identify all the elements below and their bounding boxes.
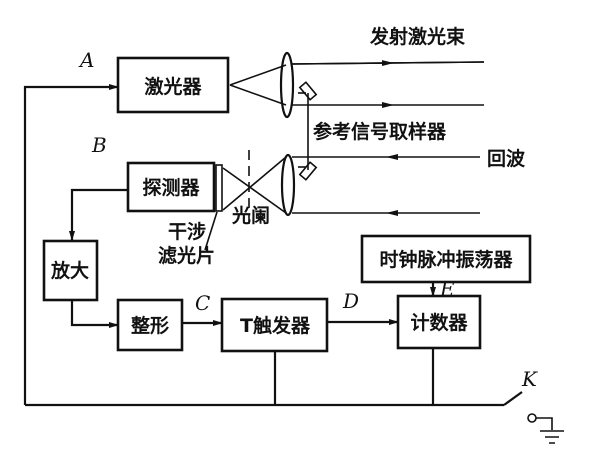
shaper-block [116,298,184,352]
interference-filter-icon [215,164,223,212]
emit-beam-top-arrow [291,60,485,67]
counter-label: 计数器 [410,311,468,334]
sampler-mirror-bottom-icon [298,161,318,181]
wire-detector-to-amp [69,188,128,241]
echo-label: 回波 [487,147,526,170]
ground-icon [536,417,564,444]
clock-oscillator-label: 时钟脉冲振荡器 [379,248,513,271]
t-trigger-block [220,297,329,353]
clock-oscillator-block [360,234,532,284]
switch-K[interactable] [503,391,523,406]
laser-block [116,56,230,114]
amplifier-block [42,239,99,302]
switch-contact [527,413,537,423]
receive-lens-icon [280,153,296,217]
reference-sampler-label: 参考信号取样器 [313,120,447,143]
focus-rays [222,156,287,214]
point-K-label: K [521,367,538,391]
transmit-lens-icon [279,51,295,119]
emitted-beam-label: 发射激光束 [369,25,466,48]
point-B-label: B [91,133,107,157]
detector-label: 探测器 [142,177,200,199]
amplifier-label: 放大 [50,259,89,282]
wire-amp-to-shaper [70,300,119,328]
point-A-label: A [78,48,94,72]
detector-block [126,161,216,213]
shaper-label: 整形 [131,314,169,337]
t-trigger-label: T触发器 [240,314,311,337]
laser-label: 激光器 [144,75,202,98]
aperture-label: 光阑 [231,204,270,227]
reset-bus [25,348,504,407]
counter-block [396,294,482,350]
filter-label-line1: 干涉 [168,220,206,243]
emit-cone [229,64,287,106]
point-C-label: C [195,291,210,315]
point-D-label: D [342,289,359,313]
wire-bus-to-laser [23,84,119,405]
filter-leader-line [204,211,218,251]
filter-label-line2: 滤光片 [158,244,215,267]
